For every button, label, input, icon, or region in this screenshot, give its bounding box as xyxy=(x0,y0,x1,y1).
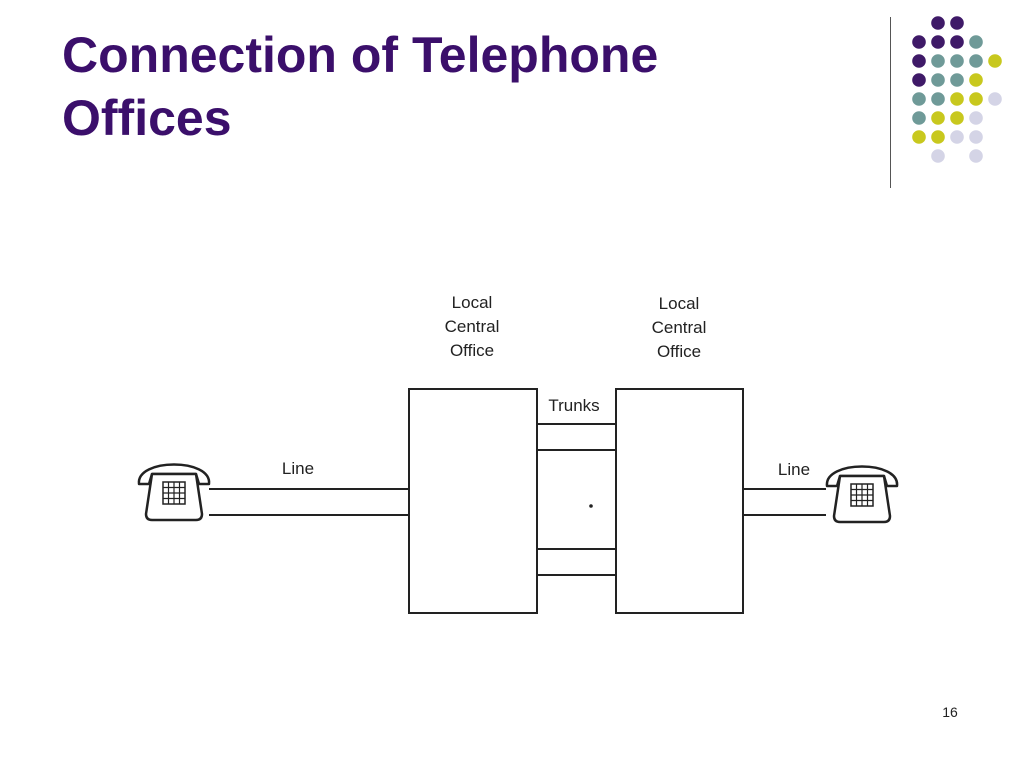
decorative-dot xyxy=(912,130,926,144)
decorative-dot xyxy=(950,35,964,49)
decorative-dot xyxy=(950,92,964,106)
left-telephone-icon xyxy=(137,463,211,522)
decorative-dot xyxy=(950,73,964,87)
header-divider-line xyxy=(890,17,891,188)
decorative-dot xyxy=(931,54,945,68)
decorative-dot xyxy=(969,35,983,49)
left-office-label-line-1: Local xyxy=(452,293,493,312)
decorative-dot xyxy=(950,16,964,30)
slide-title: Connection of Telephone Offices xyxy=(62,24,862,150)
right-office-label-line-2: Central xyxy=(652,318,707,337)
right-office-label-line-1: Local xyxy=(659,294,700,313)
decorative-dot xyxy=(969,111,983,125)
right-office-label-line-3: Office xyxy=(657,342,701,361)
decorative-dot xyxy=(988,92,1002,106)
right-line-label: Line xyxy=(778,460,810,479)
decorative-dot xyxy=(950,54,964,68)
decorative-dot xyxy=(912,35,926,49)
decorative-dot xyxy=(969,92,983,106)
decorative-dot xyxy=(912,54,926,68)
decorative-dot xyxy=(969,73,983,87)
left-office-label-line-2: Central xyxy=(445,317,500,336)
decorative-dot xyxy=(912,92,926,106)
left-line-label: Line xyxy=(282,459,314,478)
left-central-office-box xyxy=(408,388,538,614)
slide-page-number: 16 xyxy=(942,704,958,720)
decorative-dot-grid xyxy=(912,16,1002,163)
decorative-dot xyxy=(950,111,964,125)
decorative-dot xyxy=(931,73,945,87)
decorative-dot xyxy=(931,35,945,49)
decorative-dot xyxy=(912,73,926,87)
decorative-dot xyxy=(969,130,983,144)
decorative-dot xyxy=(931,92,945,106)
slide-title-line-2: Offices xyxy=(62,90,232,146)
decorative-dot xyxy=(969,149,983,163)
slide-title-line-1: Connection of Telephone xyxy=(62,27,659,83)
trunks-label: Trunks xyxy=(548,396,599,415)
decorative-dot xyxy=(988,54,1002,68)
left-office-label-line-3: Office xyxy=(450,341,494,360)
decorative-dot xyxy=(912,111,926,125)
decorative-dot xyxy=(950,130,964,144)
right-telephone-icon xyxy=(825,465,899,524)
decorative-dot xyxy=(931,111,945,125)
decorative-dot xyxy=(931,16,945,30)
right-central-office-box xyxy=(615,388,744,614)
trunk-ellipsis-dot xyxy=(589,504,593,508)
decorative-dot xyxy=(969,54,983,68)
decorative-dot xyxy=(931,130,945,144)
decorative-dot xyxy=(931,149,945,163)
